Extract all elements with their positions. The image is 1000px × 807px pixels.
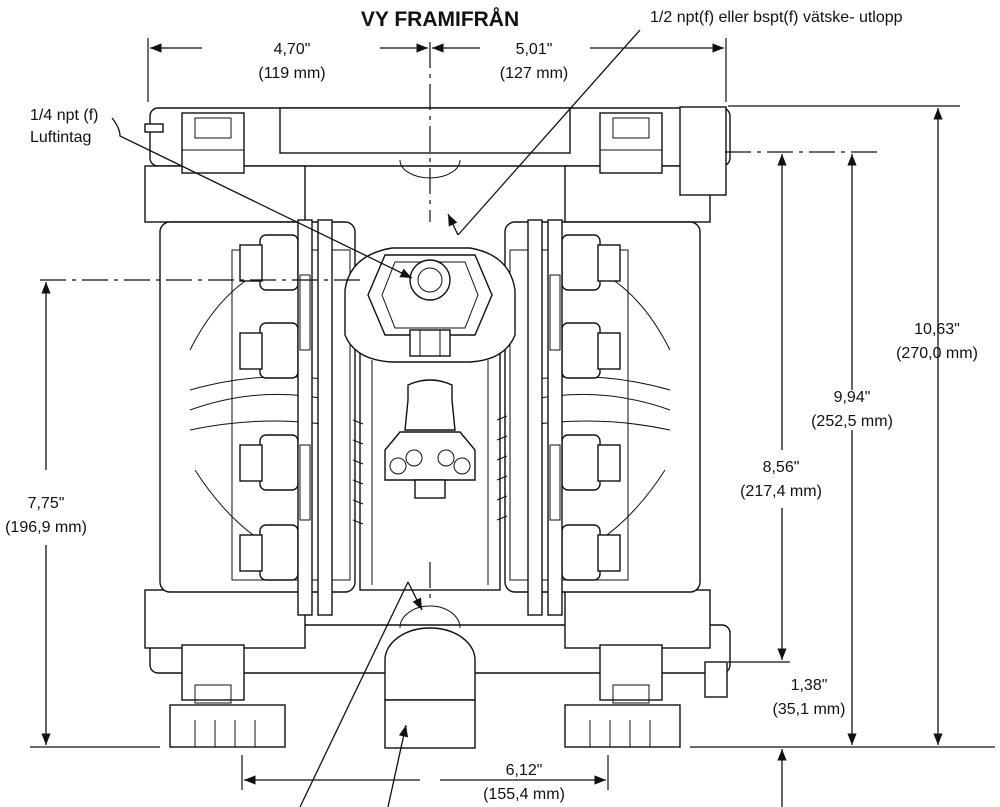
dim-outlet-height-mm: (252,5 mm) [811, 413, 893, 430]
right-bolt-4 [561, 524, 601, 581]
leader-lines [111, 29, 641, 807]
right-clamp-inner [527, 219, 543, 616]
air-inlet-callout-line2: Luftintag [30, 129, 91, 146]
left-bolt-2 [259, 322, 299, 379]
center-lines [30, 38, 995, 790]
left-bolt-1 [259, 234, 299, 291]
left-bolt-3 [259, 434, 299, 491]
left-foot [169, 704, 286, 748]
air-inlet-port [409, 259, 451, 301]
dim-outlet-spacing-mm: (217,4 mm) [740, 483, 822, 500]
dim-overall-height-mm: (270,0 mm) [896, 345, 978, 362]
dim-right-width-in: 5,01" [516, 41, 553, 58]
inlet-port-base [384, 699, 476, 749]
right-bolt-2 [561, 322, 601, 379]
top-right-nut [599, 112, 663, 174]
air-inlet-callout-line1: 1/4 npt (f) [30, 107, 98, 124]
right-foot [564, 704, 681, 748]
dim-base-width-in: 6,12" [506, 762, 543, 779]
left-clamp-outer [297, 219, 313, 616]
fluid-outlet-callout: 1/2 npt(f) eller bspt(f) vätske- utlopp [650, 9, 903, 26]
bottom-right-block [564, 589, 711, 649]
dim-right-width-mm: (127 mm) [500, 65, 568, 82]
pump-body [144, 106, 731, 749]
dim-outlet-spacing-in: 8,56" [763, 459, 800, 476]
dim-outlet-height-in: 9,94" [834, 389, 871, 406]
dim-inlet-height-mm: (35,1 mm) [773, 701, 846, 718]
right-bolt-1 [561, 234, 601, 291]
dim-overall-height-in: 10,63" [914, 321, 960, 338]
outlet-port-right [679, 106, 727, 196]
right-bolt-3 [561, 434, 601, 491]
left-bolt-4 [259, 524, 299, 581]
dimension-lines [41, 43, 943, 807]
dim-left-width-in: 4,70" [274, 41, 311, 58]
bottom-right-nut [599, 644, 663, 701]
bottom-left-block [144, 589, 306, 649]
exhaust-manifold [384, 431, 476, 481]
dim-inlet-height-in: 1,38" [791, 677, 828, 694]
dim-base-width-mm: (155,4 mm) [483, 786, 565, 803]
bottom-left-nut [181, 644, 245, 701]
dim-air-inlet-height-mm: (196,9 mm) [5, 519, 87, 536]
diagram-title: VY FRAMIFRÅN [361, 7, 519, 31]
left-clamp-inner [317, 219, 333, 616]
dim-air-inlet-height-in: 7,75" [28, 495, 65, 512]
inlet-port [384, 627, 476, 701]
outlet-manifold-center [279, 107, 571, 154]
right-clamp-outer [547, 219, 563, 616]
dim-left-width-mm: (119 mm) [258, 65, 325, 82]
top-left-nut [181, 112, 245, 174]
